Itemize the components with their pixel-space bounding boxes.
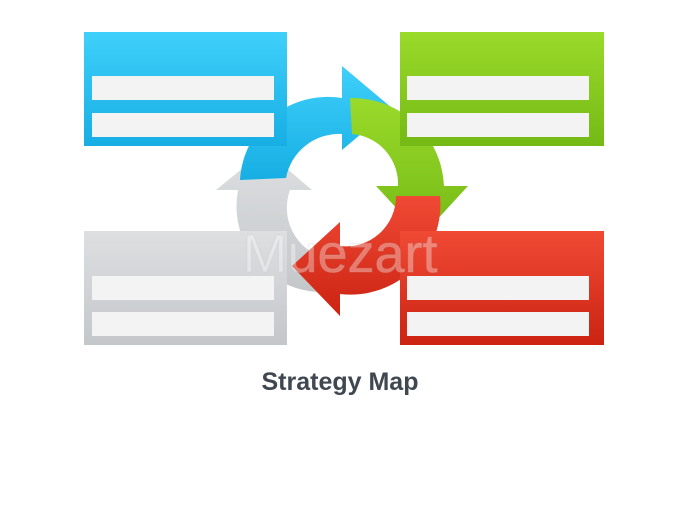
- red-arrow: [292, 196, 441, 316]
- text-field-2: [407, 113, 589, 137]
- cycle-arrows: [216, 66, 468, 316]
- text-field-1: [92, 276, 274, 300]
- gray-arrow: [216, 150, 325, 292]
- blue-arrow: [240, 66, 392, 180]
- box-bottom-left: [84, 231, 287, 345]
- text-field-2: [92, 113, 274, 137]
- watermark: Muezart: [242, 224, 437, 284]
- diagram-title: Strategy Map: [261, 368, 419, 396]
- text-field-1: [407, 76, 589, 100]
- text-field-2: [407, 312, 589, 336]
- text-field-1: [92, 76, 274, 100]
- text-field-2: [92, 312, 274, 336]
- box-bottom-right: [400, 231, 604, 345]
- text-field-1: [407, 276, 589, 300]
- box-top-left: [84, 32, 287, 146]
- box-top-right: [400, 32, 604, 146]
